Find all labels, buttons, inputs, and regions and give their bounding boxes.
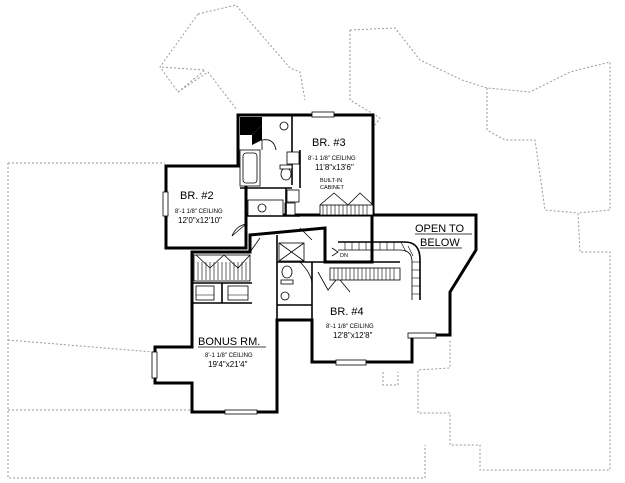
room-br4: BR. #4 8'-1 1/8" CEILING 12'8"x12'8" bbox=[326, 306, 374, 340]
sink-fixture bbox=[280, 291, 290, 301]
stair-dn-label: DN bbox=[340, 253, 348, 259]
br3-size: 11'8"x13'6" bbox=[315, 163, 354, 172]
toilet-fixture bbox=[280, 167, 292, 181]
closet-br4 bbox=[317, 261, 401, 293]
open-label-2: BELOW bbox=[420, 237, 460, 249]
stair bbox=[331, 241, 421, 300]
bonus-ceiling: 8'-1 1/8" CEILING bbox=[205, 353, 253, 359]
br2-name: BR. #2 bbox=[180, 190, 214, 202]
toilet-fixture bbox=[281, 265, 293, 279]
sink-fixture bbox=[279, 121, 289, 131]
br4-ceiling: 8'-1 1/8" CEILING bbox=[326, 324, 374, 330]
br2-ceiling: 8'-1 1/8" CEILING bbox=[175, 209, 223, 215]
built-in-label-1: BUILT-IN bbox=[320, 178, 342, 184]
closet-br3 bbox=[319, 192, 374, 216]
built-in-label-2: CABINET bbox=[320, 185, 344, 191]
br3-ceiling: 8'-1 1/8" CEILING bbox=[308, 156, 356, 162]
br3-name: BR. #3 bbox=[312, 137, 346, 149]
open-to-below-note: OPEN TO BELOW DN bbox=[340, 223, 472, 259]
roof-outline bbox=[7, 4, 611, 479]
hall-doors bbox=[231, 223, 313, 253]
sink-fixture bbox=[257, 203, 267, 213]
br4-name: BR. #4 bbox=[330, 306, 364, 318]
room-bonus: BONUS RM. 8'-1 1/8" CEILING 19'4"x21'4" bbox=[198, 336, 266, 369]
hall-bath bbox=[276, 235, 325, 320]
closet-br2 bbox=[193, 254, 251, 282]
room-br2: BR. #2 8'-1 1/8" CEILING 12'0"x12'10" bbox=[175, 190, 223, 225]
br2-size: 12'0"x12'10" bbox=[178, 216, 222, 225]
bath-br3 bbox=[239, 115, 301, 189]
windows bbox=[151, 111, 437, 415]
bonus-storage bbox=[192, 282, 252, 304]
bonus-size: 19'4"x21'4" bbox=[208, 360, 248, 369]
room-br3: BR. #3 8'-1 1/8" CEILING 11'8"x13'6" BUI… bbox=[308, 137, 356, 191]
bath-br2 bbox=[246, 188, 300, 217]
chase-solid bbox=[240, 117, 262, 145]
bonus-name: BONUS RM. bbox=[198, 336, 260, 348]
br4-size: 12'8"x12'8" bbox=[333, 331, 373, 340]
open-label-1: OPEN TO bbox=[415, 223, 465, 235]
